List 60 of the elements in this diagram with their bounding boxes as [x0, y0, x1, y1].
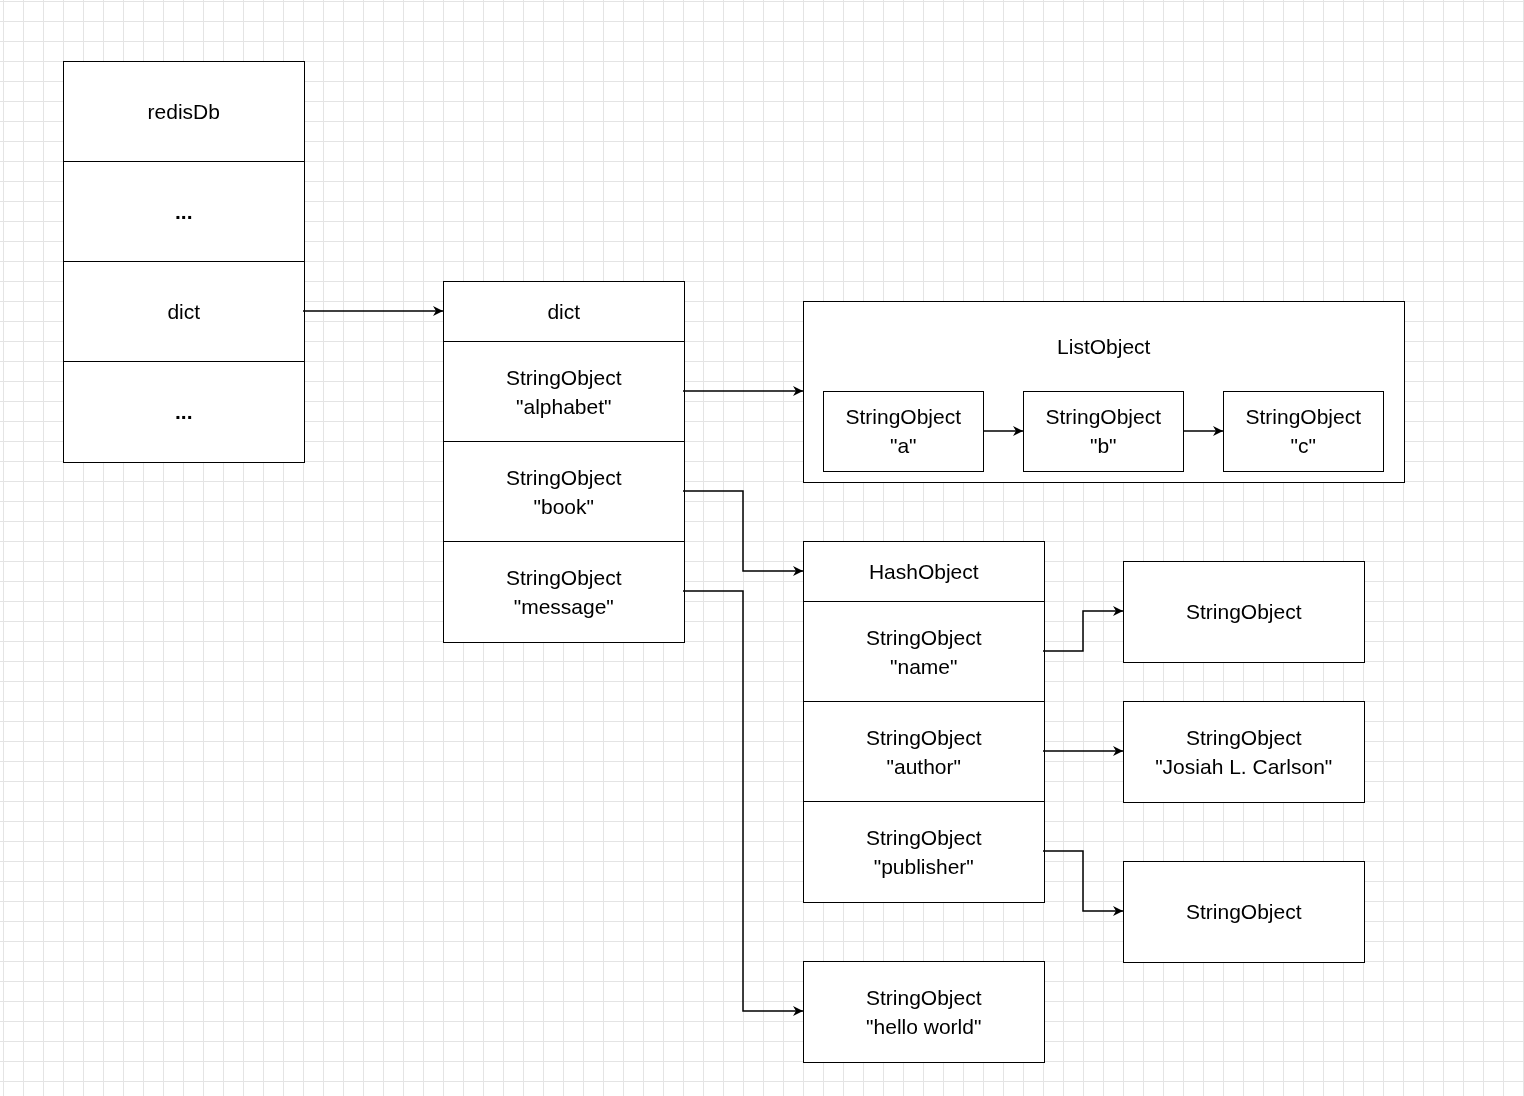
object-box: [443, 281, 685, 343]
arrow: [1042, 850, 1124, 916]
type-label: StringObject: [865, 824, 982, 851]
type-label: StringObject: [1185, 599, 1302, 626]
type-label: dict: [547, 299, 581, 326]
object-box: [443, 341, 685, 443]
value-label: "a": [889, 433, 917, 460]
object-box: [803, 701, 1045, 803]
object-box: [63, 361, 305, 463]
type-label: redisDb: [147, 99, 220, 126]
object-box: [1222, 390, 1384, 472]
arrow: [1182, 426, 1224, 436]
value-label: "author": [886, 753, 961, 780]
type-label: ...: [175, 399, 193, 426]
type-label: StringObject: [505, 564, 622, 591]
arrow: [682, 590, 804, 1016]
object-box: [1022, 390, 1184, 472]
value-label: "c": [1290, 433, 1316, 460]
type-label: StringObject: [1245, 404, 1362, 431]
type-label: StringObject: [1045, 404, 1162, 431]
arrow: [682, 386, 804, 396]
value-label: "Josiah L. Carlson": [1155, 753, 1333, 780]
arrow: [982, 426, 1024, 436]
object-box: [1123, 561, 1365, 663]
object-box: [803, 541, 1045, 603]
value-label: "b": [1089, 433, 1117, 460]
object-box: [1123, 861, 1365, 963]
type-label: StringObject: [505, 464, 622, 491]
object-box: [803, 801, 1045, 903]
type-label: StringObject: [1185, 899, 1302, 926]
arrow: [1042, 746, 1124, 756]
arrow: [1042, 606, 1124, 652]
object-box: [803, 961, 1045, 1063]
object-box: [63, 61, 305, 163]
type-label: StringObject: [845, 404, 962, 431]
value-label: "hello world": [866, 1013, 982, 1040]
arrow: [682, 490, 804, 576]
type-label: ...: [175, 199, 193, 226]
type-label: StringObject: [865, 624, 982, 651]
arrow: [302, 306, 444, 316]
value-label: "message": [513, 593, 614, 620]
object-box: [63, 161, 305, 263]
value-label: "book": [533, 493, 594, 520]
type-label: StringObject: [505, 364, 622, 391]
type-label: dict: [167, 299, 201, 326]
type-label: StringObject: [1185, 724, 1302, 751]
type-label: StringObject: [865, 984, 982, 1011]
object-box: [803, 601, 1045, 703]
type-label: HashObject: [868, 559, 979, 586]
object-box: [443, 541, 685, 643]
value-label: "alphabet": [516, 393, 612, 420]
object-box: [63, 261, 305, 363]
object-box: [1123, 701, 1365, 803]
object-box: [803, 301, 1405, 483]
type-label: StringObject: [865, 724, 982, 751]
value-label: "name": [890, 653, 958, 680]
type-label: ListObject: [1057, 334, 1151, 360]
object-box: [443, 441, 685, 543]
value-label: "publisher": [873, 853, 974, 880]
object-box: [822, 390, 984, 472]
